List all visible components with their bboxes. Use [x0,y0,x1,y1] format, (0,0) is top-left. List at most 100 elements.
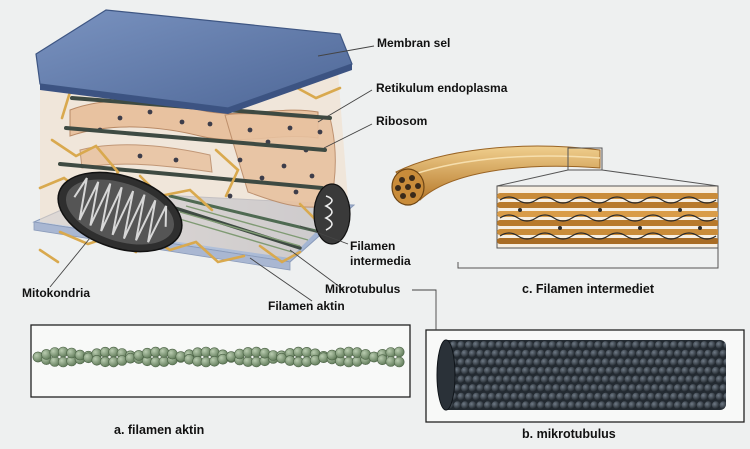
tubulin-subunit [682,350,690,358]
tubulin-subunit [495,376,503,384]
tubulin-subunit [594,341,602,349]
tubulin-subunit [495,393,503,401]
tubulin-subunit [465,376,473,384]
tubulin-subunit [663,376,671,384]
tubulin-subunit [480,341,488,349]
tubulin-subunit [644,384,652,392]
tubulin-subunit [461,401,469,409]
tubulin-subunit [628,350,636,358]
tubulin-subunit [503,376,511,384]
tubulin-subunit [685,358,693,366]
tubulin-subunit [647,341,655,349]
tubulin-subunit [514,384,522,392]
tubulin-subunit [602,376,610,384]
tubulin-subunit [602,341,610,349]
tubulin-subunit [670,341,678,349]
tubulin-subunit [682,401,690,409]
tubulin-subunit [507,401,515,409]
tubulin-subunit [511,376,519,384]
tubulin-subunit [693,341,701,349]
tubulin-subunit [674,350,682,358]
tubulin-subunit [628,401,636,409]
tubulin-subunit [568,367,576,375]
tubulin-subunit [465,393,473,401]
tubulin-subunit [647,358,655,366]
caption-filamen-aktin: a. filamen aktin [114,424,204,437]
tubulin-subunit [693,376,701,384]
tubulin-subunit [511,358,519,366]
tubulin-subunit [488,341,496,349]
tubulin-subunit [685,341,693,349]
tubulin-subunit [606,350,614,358]
tubulin-subunit [476,401,484,409]
tubulin-subunit [518,358,526,366]
tubulin-subunit [469,401,477,409]
tubulin-subunit [457,393,465,401]
tubulin-subunit [499,401,507,409]
tubulin-subunit [716,376,724,384]
tubulin-subunit [499,367,507,375]
tubulin-subunit [636,350,644,358]
tubulin-subunit [644,350,652,358]
tubulin-subunit [552,350,560,358]
tubulin-subunit [488,376,496,384]
tubulin-subunit [697,384,705,392]
tubulin-subunit [636,367,644,375]
tubulin-subunit [689,401,697,409]
tubulin-subunit [651,350,659,358]
tubulin-subunit [587,341,595,349]
tubulin-subunit [621,350,629,358]
tubulin-subunit [530,401,538,409]
tubulin-subunit [549,376,557,384]
tubulin-subunit [526,341,534,349]
tubulin-subunit [499,350,507,358]
tubulin-subunit [461,350,469,358]
tubulin-subunit [537,367,545,375]
tubulin-subunit [613,367,621,375]
tubulin-subunit [651,367,659,375]
tubulin-subunit [708,358,716,366]
tubulin-subunit [518,341,526,349]
tubulin-subunit [530,384,538,392]
label-filamen-aktin: Filamen aktin [268,300,345,313]
tubulin-subunit [598,384,606,392]
tubulin-subunit [556,358,564,366]
tubulin-subunit [697,367,705,375]
tubulin-subunit [659,401,667,409]
tubulin-subunit [678,341,686,349]
tubulin-subunit [697,350,705,358]
tubulin-subunit [640,358,648,366]
tubulin-subunit [579,393,587,401]
tubulin-subunit [454,350,462,358]
tubulin-subunit [583,384,591,392]
tubulin-subunit [636,384,644,392]
tubulin-subunit [526,393,534,401]
tubulin-subunit [564,358,572,366]
tubulin-subunit [556,393,564,401]
tubulin-subunit [594,376,602,384]
tubulin-subunit [518,393,526,401]
tubulin-subunit [526,376,534,384]
tubulin-subunit [492,350,500,358]
tubulin-subunit [575,401,583,409]
tubulin-subunit [469,367,477,375]
caption-filamen-intermediet: c. Filamen intermediet [522,283,654,296]
tubulin-subunit [632,376,640,384]
tubulin-subunit [503,341,511,349]
tubulin-subunit [549,358,557,366]
tubulin-subunit [712,350,720,358]
tubulin-subunit [704,367,712,375]
tubulin-subunit [701,358,709,366]
tubulin-subunit [560,367,568,375]
tubulin-subunit [716,358,724,366]
tubulin-subunit [583,350,591,358]
tubulin-subunit [571,341,579,349]
tubulin-subunit [518,376,526,384]
tubulin-subunit [609,341,617,349]
tubulin-subunit [617,358,625,366]
tubulin-subunit [625,376,633,384]
tubulin-subunit [670,358,678,366]
tubulin-subunit [469,384,477,392]
tubulin-subunit [568,401,576,409]
tubulin-subunit [659,384,667,392]
